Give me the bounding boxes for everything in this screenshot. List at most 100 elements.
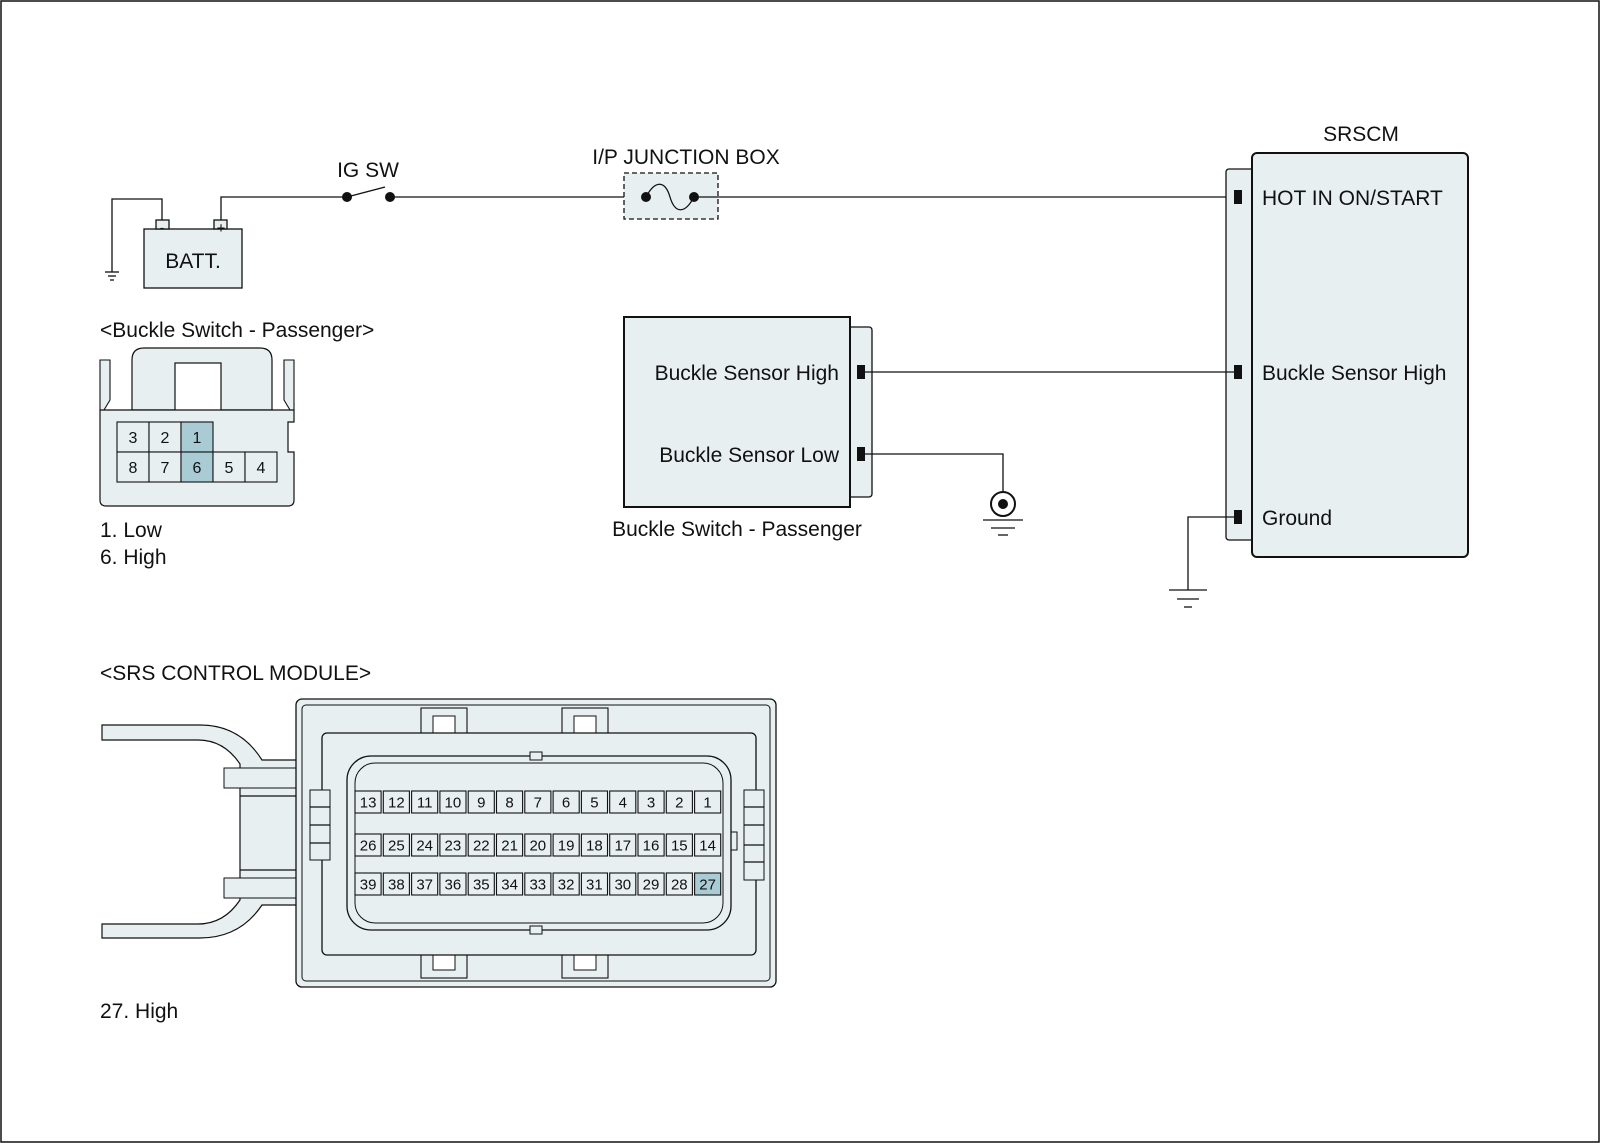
srscm-title: SRSCM (1323, 123, 1399, 146)
srs-pin-cell (665, 833, 693, 857)
srs-connector: <SRS CONTROL MODULE> (100, 662, 777, 1023)
srs-pin-number: 34 (501, 877, 518, 894)
srs-pin-cell (665, 790, 693, 814)
srs-pin-number: 36 (445, 877, 462, 894)
buckle-pin-cell (116, 421, 150, 453)
srs-pin-cell (580, 872, 609, 896)
junction-box-label: I/P JUNCTION BOX (592, 146, 779, 169)
buckle-connector-title: <Buckle Switch - Passenger> (100, 319, 374, 342)
srs-pin-cell-highlighted (694, 872, 722, 896)
srs-pin-cell (495, 833, 524, 857)
srs-pin-number: 5 (590, 795, 598, 812)
srs-pin-cell (382, 872, 410, 896)
srscm-pin-ground: Ground (1262, 507, 1332, 530)
srs-pin-cell (580, 790, 609, 814)
junction-box (623, 172, 719, 220)
srs-pin-number: 37 (416, 877, 433, 894)
srs-pin-cell (524, 790, 552, 814)
ig-sw-label: IG SW (337, 159, 399, 182)
srs-pin-number: 24 (416, 838, 433, 855)
srs-pin-number: 12 (388, 795, 405, 812)
srs-pin-cell (637, 790, 665, 814)
srscm-ground-icon (1169, 589, 1207, 608)
srs-pin-number: 20 (529, 838, 546, 855)
srs-pin-cell (354, 872, 382, 896)
srs-pin-number: 33 (529, 877, 546, 894)
srs-pin-number: 9 (477, 795, 485, 812)
srs-pin-cell (609, 872, 637, 896)
srscm-ground-wire (1187, 516, 1234, 590)
buckle-module-body (623, 316, 851, 508)
srs-pin-number: 28 (671, 877, 688, 894)
srs-pin-number: 3 (647, 795, 655, 812)
buckle-pin-number: 1 (193, 430, 202, 447)
srscm-body (1251, 152, 1469, 558)
srs-pin-number: 21 (501, 838, 518, 855)
srs-pin-number: 26 (360, 838, 377, 855)
srs-pin-number: 14 (699, 838, 716, 855)
srs-pin-number: 39 (360, 877, 377, 894)
srs-pin-cell (495, 790, 524, 814)
srs-pin-number: 23 (445, 838, 462, 855)
srs-pin-cell (665, 872, 693, 896)
srs-pin-number: 18 (586, 838, 603, 855)
chassis-ground-icon (983, 491, 1023, 536)
buckle-legend-item: 6. High (100, 546, 167, 569)
buckle-switch-module: Buckle Sensor High Buckle Sensor Low Buc… (612, 316, 1234, 541)
srscm-pin-marker (1234, 365, 1242, 379)
srs-pin-cell (637, 833, 665, 857)
buckle-pin-number: 2 (161, 430, 170, 447)
buckle-pin-high: Buckle Sensor High (655, 362, 839, 385)
srs-pin-number: 35 (473, 877, 490, 894)
buckle-connector: <Buckle Switch - Passenger> 3 2 1 8 7 6 … (99, 319, 374, 569)
buckle-pin-number: 4 (257, 460, 266, 477)
srs-pin-cell (609, 790, 637, 814)
srs-pin-number: 8 (505, 795, 513, 812)
srs-pin-number: 31 (586, 877, 603, 894)
srs-pin-cell (467, 790, 495, 814)
srscm-module: SRSCM HOT IN ON/START Buckle Sensor High… (1169, 123, 1469, 608)
srs-pin-cell (495, 872, 524, 896)
buckle-pin-number: 7 (161, 460, 170, 477)
srs-pin-cell (524, 872, 552, 896)
srs-connector-key (529, 925, 543, 935)
srs-pin-cell (439, 790, 467, 814)
srscm-pin-marker (1234, 190, 1242, 204)
srs-pin-number: 15 (671, 838, 688, 855)
srs-connector-title: <SRS CONTROL MODULE> (100, 662, 371, 685)
srs-pin-number: 11 (417, 795, 433, 812)
srs-pin-cell (609, 833, 637, 857)
srs-pin-number: 16 (643, 838, 660, 855)
srs-connector-housing-lip (301, 704, 771, 982)
srs-pin-number: 6 (562, 795, 570, 812)
srs-pin-number: 17 (614, 838, 631, 855)
buckle-connector-latch-slot (174, 362, 222, 414)
battery-label: BATT. (165, 250, 221, 273)
srs-pin-number: 4 (619, 795, 627, 812)
battery-ground-icon (105, 271, 119, 281)
srs-pin-cell (411, 833, 439, 857)
srs-pin-cell (467, 833, 495, 857)
srs-connector-ribs (309, 789, 765, 881)
srs-pin-cell (467, 872, 495, 896)
buckle-pin-cell-highlighted (180, 421, 214, 453)
battery-body (143, 228, 243, 289)
buckle-pin-number: 6 (193, 460, 202, 477)
srs-pin-cell (552, 872, 580, 896)
buckle-pin-number: 8 (129, 460, 138, 477)
srs-pin-number: 32 (558, 877, 575, 894)
srs-pin-number: 1 (703, 795, 711, 812)
srscm-pin-marker (1234, 510, 1242, 524)
srs-pin-number: 13 (360, 795, 377, 812)
srs-pin-cell (694, 833, 722, 857)
srs-pin-cell (354, 833, 382, 857)
srs-pin-cell (637, 872, 665, 896)
srs-pin-number: 10 (445, 795, 462, 812)
battery-pos-sign: + (217, 220, 226, 237)
buckle-low-wire (865, 453, 1004, 492)
ignition-switch-icon (342, 186, 395, 202)
srs-pin-cell (552, 790, 580, 814)
srs-connector-key (529, 751, 543, 761)
battery-to-ignition-wire (220, 196, 346, 220)
